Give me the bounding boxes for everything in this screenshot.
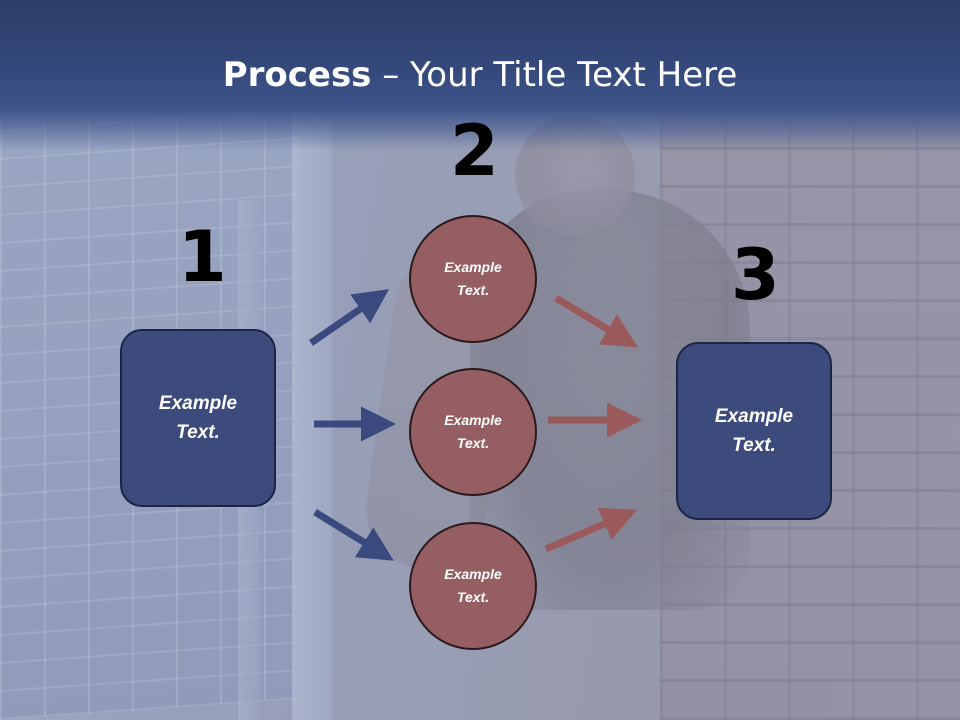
arrow-1-to-2c	[313, 509, 394, 561]
title-rest: – Your Title Text Here	[371, 55, 738, 95]
title-bar	[0, 0, 960, 150]
title-bold: Process	[222, 55, 372, 95]
arrow-1-to-2a	[309, 289, 390, 346]
panel-frame	[292, 110, 332, 720]
step-2-label-bottom: Example Text.	[444, 566, 502, 605]
step-2-circle-middle[interactable]: Example Text.	[409, 368, 537, 496]
page-title: Process – Your Title Text Here	[0, 52, 960, 98]
step-number-1: 1	[178, 216, 227, 298]
step-2-label-middle: Example Text.	[444, 412, 502, 451]
step-2-label-top: Example Text.	[444, 259, 502, 298]
step-1-box[interactable]: Example Text.	[120, 329, 276, 507]
step-3-box[interactable]: Example Text.	[676, 342, 832, 520]
step-number-2: 2	[450, 110, 499, 192]
arrow-2c-to-3	[544, 507, 637, 553]
step-2-circle-top[interactable]: Example Text.	[409, 215, 537, 343]
step-3-label: Example Text.	[714, 406, 794, 456]
arrow-2a-to-3	[554, 295, 638, 348]
step-1-label: Example Text.	[158, 393, 238, 443]
step-number-3: 3	[731, 234, 780, 316]
step-2-circle-bottom[interactable]: Example Text.	[409, 522, 537, 650]
